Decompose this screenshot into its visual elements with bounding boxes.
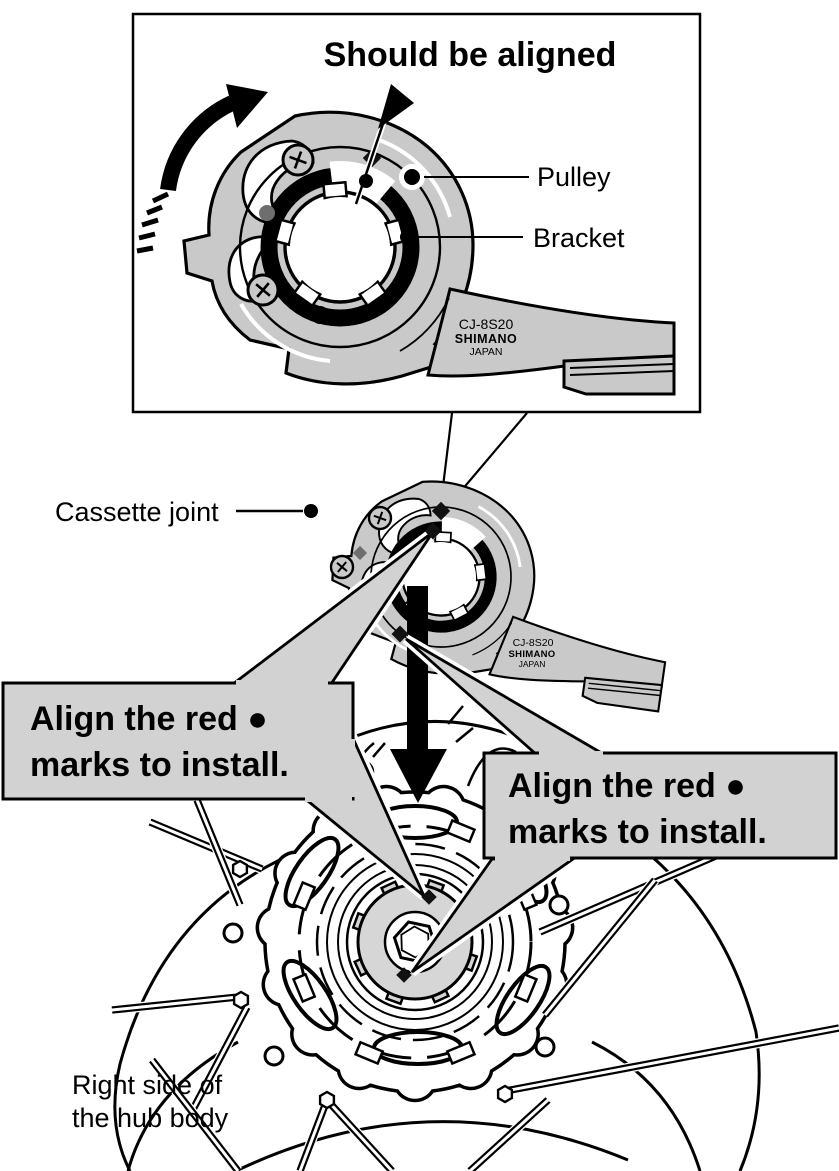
country-text: JAPAN [469,346,502,358]
rotate-clockwise-arrow-icon [136,84,268,254]
spline-ring [315,842,515,1042]
cassette-joint-part: CJ-8S20 SHIMANO JAPAN [319,468,686,711]
inset-title: Should be aligned [324,36,617,74]
callout-left-line1: Align the red ● [30,700,268,738]
screw-icon [329,505,393,580]
pulley-leader-dot [404,169,420,185]
callout-right-line1: Align the red ● [508,767,746,805]
cassette-joint-detail-view: Pulley Bracket CJ-8S20 SHIMANO JAPAN [136,84,674,394]
gray-dot-mark [259,205,275,221]
model-text: CJ-8S20 [513,637,554,649]
hub-side-line2: the hub body [72,1103,229,1133]
model-text: CJ-8S20 [459,316,514,332]
gray-diamond-mark [352,545,368,561]
bracket-label: Bracket [533,223,625,253]
country-text: JAPAN [519,659,546,669]
device-engraving: CJ-8S20 SHIMANO JAPAN [455,316,518,358]
callout-right-line2: marks to install. [508,813,767,851]
install-direction-arrow-icon [390,586,447,803]
brand-logo-text: SHIMANO [509,649,556,660]
pulley-label: Pulley [537,162,611,192]
cassette-joint-callout: Cassette joint [55,497,318,527]
cassette-joint-label: Cassette joint [55,497,219,527]
alignment-pointer-icon [353,84,414,205]
lockring-outer [297,824,533,1060]
brand-logo-text: SHIMANO [455,332,518,346]
callout-right: Align the red ● marks to install. [482,751,838,861]
leader-dot [304,504,318,518]
wheel-spokes [111,798,839,1171]
callout-left: Align the red ● marks to install. [1,680,355,802]
hub-side-line1: Right side of [72,1070,223,1100]
sprocket-small-holes [222,894,570,1067]
callout-left-line2: marks to install. [30,746,289,784]
black-dot-mark [311,306,329,324]
bracket-align-mark [359,174,373,188]
hub-center-rings [326,853,504,1031]
screw-icon [246,143,315,307]
device-engraving: CJ-8S20 SHIMANO JAPAN [509,637,556,669]
hub-side-label: Right side of the hub body [72,1070,229,1133]
bracket-leader-dot [400,230,414,244]
